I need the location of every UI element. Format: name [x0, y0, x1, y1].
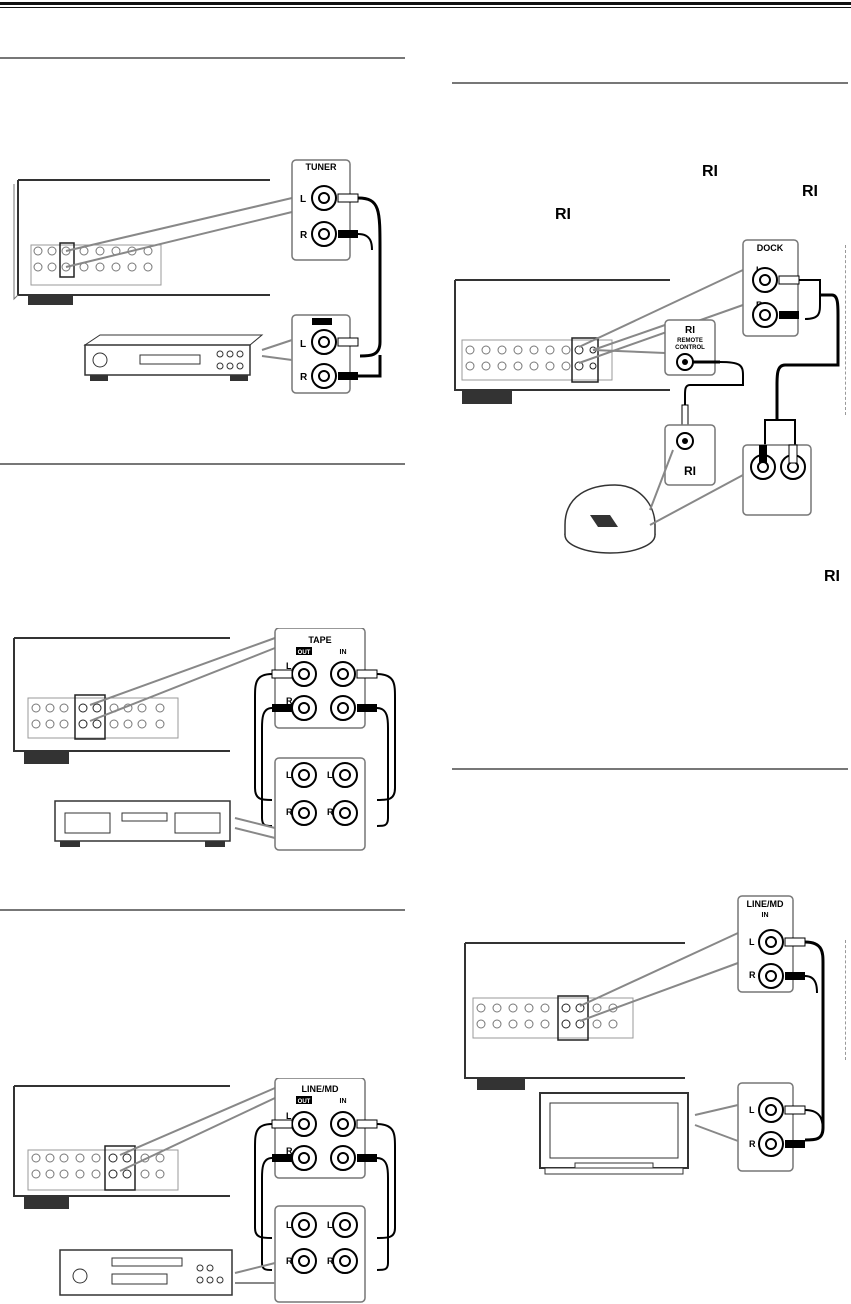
dock-connection-diagram: DOCK L R RI REMOTE CONTROL RI: [454, 239, 840, 554]
amplifier-foot: [28, 295, 73, 305]
section-divider-line-md: [0, 909, 405, 911]
ri-logo-icon: RI: [802, 183, 818, 200]
amplifier-foot: [24, 1196, 69, 1209]
right-label: R: [286, 1146, 293, 1156]
section-divider-dock: [452, 82, 848, 84]
section-divider-line-md-tv: [452, 768, 848, 770]
amplifier-rear-panel: [464, 942, 685, 1079]
remote-control-label-1: REMOTE: [677, 338, 703, 344]
out-label: OUT: [298, 650, 311, 656]
left-label: L: [327, 770, 333, 780]
remote-control-label-2: CONTROL: [675, 345, 705, 351]
ri-logo-text: RI: [802, 183, 818, 200]
right-label: R: [327, 807, 334, 817]
left-label: L: [749, 1105, 755, 1115]
line-md-label: LINE/MD: [747, 899, 784, 909]
right-label: R: [300, 230, 308, 241]
dock-audio-panel: [742, 444, 812, 516]
ri-logo-text: RI: [824, 568, 840, 585]
amplifier-rear-panel: [13, 1085, 230, 1197]
tv-output-panel: [737, 1082, 794, 1172]
left-label: L: [286, 1220, 292, 1230]
line-md-connection-diagram: LINE/MD OUT IN L R L R L R: [13, 1078, 396, 1303]
amplifier-rear-panel: [13, 637, 230, 752]
tape-connection-diagram: TAPE OUT IN L R L R L R: [13, 628, 396, 851]
ri-logo-icon: RI: [824, 568, 840, 585]
tuner-device-top: [83, 334, 264, 346]
tuner-connection-diagram: TUNER L R L R: [13, 159, 382, 394]
left-label: L: [749, 937, 755, 947]
left-label: L: [300, 339, 306, 350]
amplifier-foot: [462, 390, 512, 404]
ri-logo-icon: RI: [555, 206, 571, 223]
left-label: L: [286, 770, 292, 780]
out-label: OUT: [298, 1099, 311, 1105]
ri-logo-text: RI: [684, 464, 696, 478]
amplifier-rear-panel: [454, 279, 670, 391]
in-label: IN: [340, 1098, 347, 1105]
right-label: R: [749, 970, 756, 980]
edge-mark: [845, 245, 848, 415]
right-label: R: [286, 807, 293, 817]
right-label: R: [749, 1139, 756, 1149]
section-divider-tuner: [0, 57, 405, 59]
ri-logo-icon: RI: [702, 163, 718, 180]
edge-mark: [845, 940, 848, 1060]
header-rule-thick: [0, 2, 851, 5]
right-label: R: [286, 696, 293, 706]
ri-logo-text: RI: [555, 206, 571, 223]
section-divider-tape: [0, 463, 405, 465]
dock-label: DOCK: [757, 243, 784, 253]
amplifier-foot: [477, 1078, 525, 1090]
left-label: L: [286, 1111, 292, 1121]
tape-label: TAPE: [308, 635, 331, 645]
tuner-label: TUNER: [306, 162, 337, 172]
left-label: L: [286, 661, 292, 671]
line-md-tv-connection-diagram: LINE/MD IN L R L R: [464, 895, 825, 1175]
header-rule-thin: [0, 7, 851, 8]
in-label: IN: [762, 912, 769, 919]
ri-logo-text: RI: [685, 325, 695, 336]
right-label: R: [300, 372, 308, 383]
right-label: R: [327, 1256, 334, 1266]
amplifier-rear-panel: [17, 179, 270, 296]
amplifier-foot: [24, 751, 69, 764]
right-label: R: [286, 1256, 293, 1266]
ri-logo-text: RI: [702, 163, 718, 180]
in-label: IN: [340, 649, 347, 656]
line-md-label: LINE/MD: [302, 1084, 339, 1094]
left-label: L: [327, 1220, 333, 1230]
left-label: L: [300, 194, 306, 205]
